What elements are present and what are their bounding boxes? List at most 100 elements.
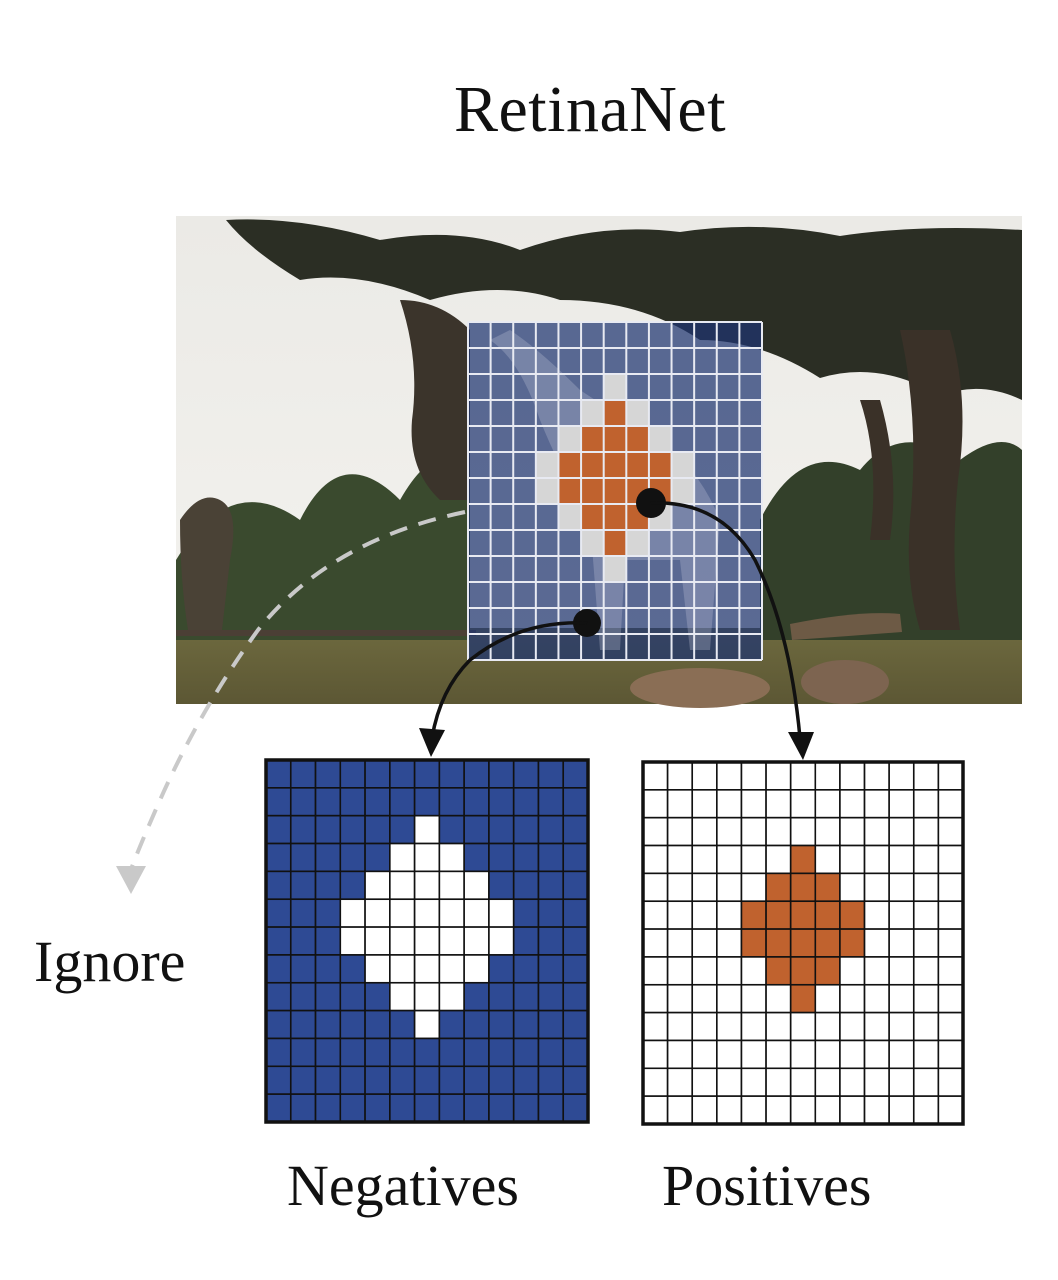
positives-cell (789, 983, 817, 1014)
negatives-cell (265, 898, 292, 928)
negatives-cell (512, 1037, 540, 1068)
negatives-grid-border (264, 758, 590, 1124)
positives-cell (666, 928, 694, 958)
negatives-cell (537, 759, 565, 789)
negatives-cell (389, 954, 416, 984)
negatives-cell (364, 1065, 391, 1095)
positives-cell (691, 789, 718, 819)
positives-cell (937, 1095, 964, 1125)
positives-cell (691, 1039, 718, 1070)
overlay-positive-cell (626, 426, 649, 452)
negatives-cell (438, 1065, 465, 1095)
negatives-cell (512, 1093, 540, 1123)
positives-cell (765, 1095, 792, 1125)
positives-cell (716, 983, 743, 1014)
positives-cell (691, 1067, 718, 1097)
negatives-cell (537, 1065, 565, 1095)
positives-cell (912, 983, 940, 1014)
overlay-positive-cell (648, 452, 672, 478)
positives-cell (814, 956, 841, 986)
negatives-cell (562, 814, 589, 845)
positives-cell (765, 844, 792, 875)
overlay-ignore-cell (603, 374, 627, 400)
negatives-cell (339, 842, 366, 873)
positives-cell (863, 816, 890, 847)
anchor-overlay-grid (467, 321, 763, 661)
overlay-ignore-cell (626, 530, 649, 556)
positives-cell (691, 844, 718, 875)
positives-cell (642, 1067, 669, 1097)
negatives-cell (413, 1093, 441, 1123)
positives-cell (888, 789, 915, 819)
positives-cell (888, 1011, 915, 1042)
positives-cell (642, 1011, 669, 1042)
positives-cell (642, 956, 669, 986)
negatives-cell (537, 926, 565, 956)
positives-cell (814, 1095, 841, 1125)
negatives-cell (438, 926, 465, 956)
negatives-cell (438, 954, 465, 984)
negatives-cell (289, 954, 317, 984)
diagram-title: RetinaNet (453, 73, 727, 146)
positives-cell (789, 1011, 817, 1042)
negatives-cell (314, 1065, 342, 1095)
negatives-cell (438, 870, 465, 901)
positives-cell (642, 1039, 669, 1070)
positives-cell (765, 789, 792, 819)
negatives-cell (562, 1093, 589, 1123)
overlay-positive-cell (626, 452, 649, 478)
positives-cell (691, 872, 718, 903)
positives-cell (765, 1039, 792, 1070)
positives-cell (716, 956, 743, 986)
positives-cell (642, 900, 669, 930)
positives-cell (666, 816, 694, 847)
positives-cell (691, 900, 718, 930)
negatives-cell (488, 787, 515, 817)
negatives-cell (289, 759, 317, 789)
negatives-cell (512, 954, 540, 984)
negatives-cell (339, 898, 366, 928)
positives-cell (839, 928, 866, 958)
positives-cell (716, 761, 743, 791)
negatives-cell (488, 1065, 515, 1095)
positives-grid (641, 760, 965, 1126)
negatives-cell (463, 870, 490, 901)
negatives-cell (488, 1009, 515, 1040)
positives-cell (814, 1067, 841, 1097)
positives-cell (937, 816, 964, 847)
positives-cell (839, 1011, 866, 1042)
positives-cell (740, 816, 767, 847)
positives-arrow (650, 501, 802, 739)
positives-cell (789, 844, 817, 875)
positives-cell (839, 1067, 866, 1097)
negatives-cell (289, 1009, 317, 1040)
negatives-cell (512, 842, 540, 873)
negatives-cell (413, 926, 441, 956)
positives-cell (839, 1039, 866, 1070)
positives-cell (814, 1011, 841, 1042)
positives-cell (937, 1011, 964, 1042)
negatives-cell (438, 842, 465, 873)
positives-cell (765, 1067, 792, 1097)
positives-grid-border (641, 760, 965, 1126)
negatives-cell (537, 842, 565, 873)
overlay-ignore-cell (558, 504, 582, 530)
negatives-cell (364, 1037, 391, 1068)
overlay-ignore-cell (626, 400, 649, 426)
positives-cell (839, 983, 866, 1014)
negatives-cell (562, 926, 589, 956)
positives-cell (789, 928, 817, 958)
positives-cell (937, 872, 964, 903)
negatives-cell (339, 954, 366, 984)
negatives-cell (265, 870, 292, 901)
negatives-cell (265, 787, 292, 817)
overlay-ignore-cell (535, 452, 559, 478)
negatives-cell (463, 1065, 490, 1095)
negatives-cell (438, 1037, 465, 1068)
negatives-cell (339, 1093, 366, 1123)
positives-cell (912, 872, 940, 903)
positives-cell (839, 872, 866, 903)
negatives-cell (512, 1009, 540, 1040)
negatives-grid (264, 758, 590, 1124)
negatives-cell (314, 926, 342, 956)
